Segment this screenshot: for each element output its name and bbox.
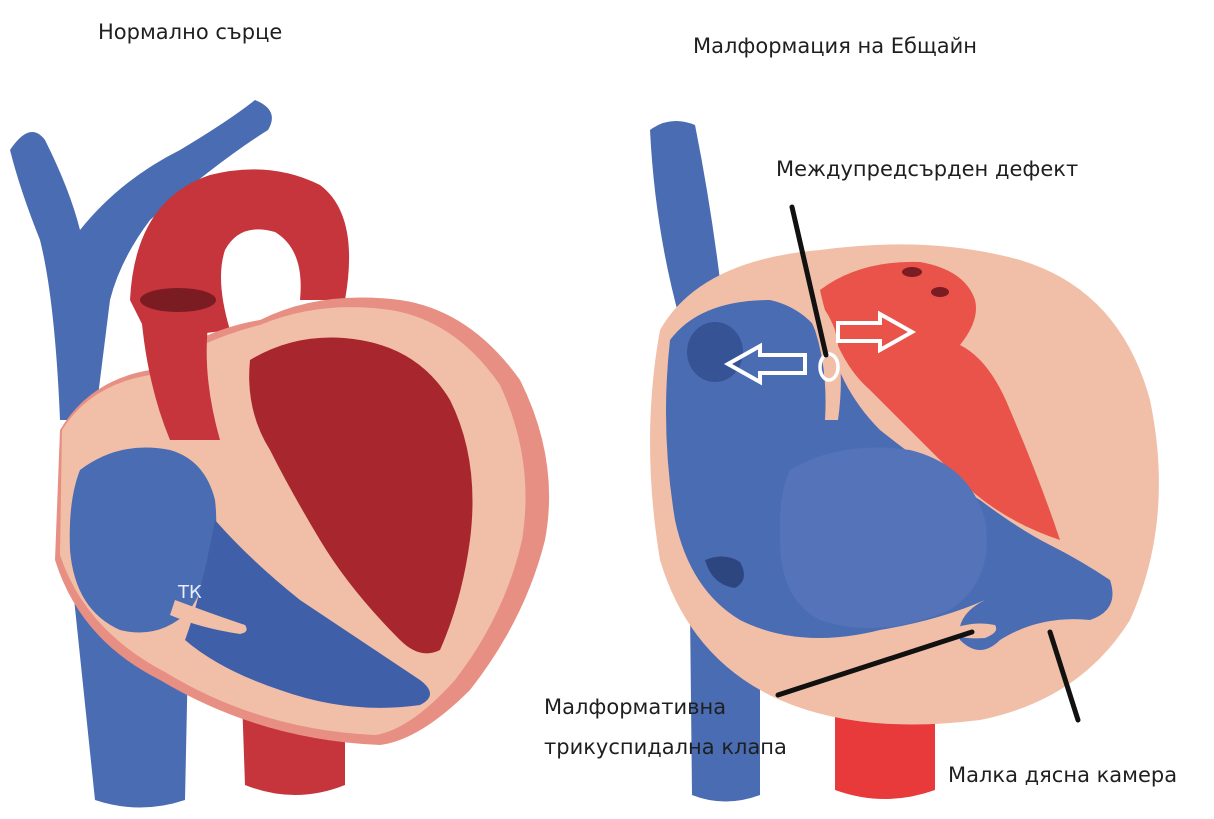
asd-label: Междупредсърден дефект xyxy=(776,156,1078,182)
right-atrium-chamber xyxy=(780,448,987,629)
valve-label-line2: трикуспидална клапа xyxy=(544,734,787,760)
tk-label: ТК xyxy=(178,582,202,603)
pulmonary-vein-opening-2 xyxy=(931,287,949,297)
small-rv-label: Малка дясна камера xyxy=(948,762,1177,788)
normal-heart-title: Нормално сърце xyxy=(98,19,282,45)
pulmonary-vein-opening-1 xyxy=(902,267,922,277)
svc-opening xyxy=(687,322,743,382)
valve-label-line1: Малформативна xyxy=(544,694,726,720)
ebstein-title: Малформация на Ебщайн xyxy=(693,33,977,59)
